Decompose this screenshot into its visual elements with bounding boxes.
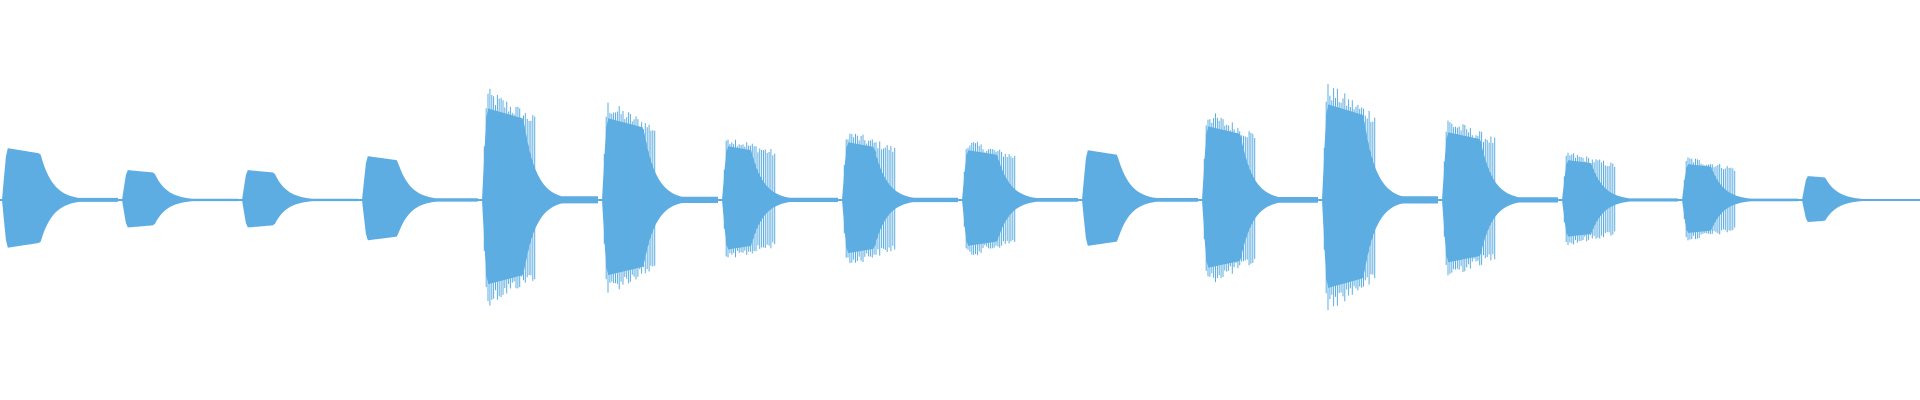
note-envelope-fill — [2, 148, 118, 248]
note-envelope — [1562, 152, 1678, 245]
note-envelope-fill — [482, 108, 598, 285]
note-envelope — [1082, 150, 1198, 246]
note-envelope-fill — [722, 146, 838, 250]
note-envelope — [1442, 120, 1558, 276]
note-envelope — [722, 139, 838, 258]
note-envelope — [362, 156, 478, 241]
note-envelope-fill — [122, 170, 238, 228]
note-envelope-fill — [842, 142, 958, 254]
note-envelope-fill — [602, 118, 718, 276]
note-envelope-fill — [1802, 176, 1918, 222]
note-envelope — [482, 88, 598, 306]
note-envelope-fill — [1562, 160, 1678, 237]
note-envelope-fill — [1082, 150, 1198, 246]
note-envelope-fill — [1322, 104, 1438, 288]
note-envelope — [842, 133, 958, 264]
note-envelope — [242, 170, 358, 228]
note-envelope-fill — [1442, 132, 1558, 263]
note-envelope — [1802, 176, 1918, 222]
note-envelope — [602, 102, 718, 293]
note-envelope-fill — [1202, 126, 1318, 268]
note-envelope-fill — [242, 170, 358, 228]
note-envelope — [2, 148, 118, 248]
note-envelope — [1202, 113, 1318, 283]
note-envelope-fill — [1682, 164, 1798, 233]
note-envelope-fill — [362, 156, 478, 241]
note-envelope — [122, 170, 238, 228]
note-envelope — [1322, 84, 1438, 311]
note-envelope — [962, 141, 1078, 256]
note-envelope — [1682, 157, 1798, 241]
note-envelope-fill — [962, 150, 1078, 246]
